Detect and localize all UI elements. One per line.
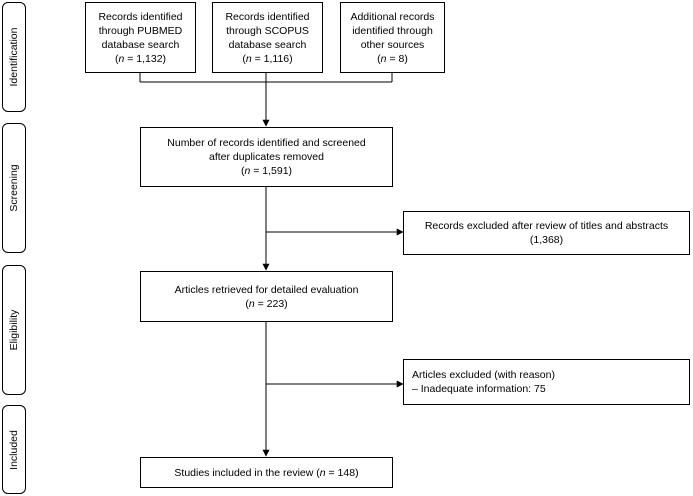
box-count: (n = 1,591) bbox=[240, 165, 293, 177]
stage-label: Eligibility bbox=[8, 309, 20, 351]
source-pubmed-box: Records identified through PUBMED databa… bbox=[85, 2, 196, 73]
excluded-articles-box: Articles excluded (with reason) – Inadeq… bbox=[403, 359, 690, 405]
box-text: Number of records identified and screene… bbox=[167, 137, 366, 149]
exclusion-reason: – Inadequate information: 75 bbox=[412, 383, 546, 395]
stage-label: Screening bbox=[8, 164, 20, 212]
box-count: (n = 8) bbox=[377, 52, 408, 65]
stage-label: Identification bbox=[8, 27, 20, 87]
box-text: Articles retrieved for detailed evaluati… bbox=[174, 283, 359, 296]
included-studies-box: Studies included in the review (n = 148) bbox=[140, 457, 393, 488]
box-text: Additional records bbox=[350, 10, 435, 23]
box-count: (n = 1,116) bbox=[242, 52, 293, 65]
box-text: through PUBMED bbox=[98, 24, 183, 37]
box-count: (1,368) bbox=[529, 234, 564, 246]
source-other-box: Additional records identified through ot… bbox=[340, 2, 445, 73]
box-text: Studies included in the review (n = 148) bbox=[174, 466, 359, 479]
box-text: other sources bbox=[360, 38, 425, 51]
excluded-titles-box: Records excluded after review of titles … bbox=[403, 211, 690, 255]
stage-screening: Screening bbox=[2, 123, 26, 253]
box-text: after duplicates removed bbox=[209, 151, 324, 163]
stage-label: Included bbox=[8, 429, 20, 470]
box-count: (n = 1,132) bbox=[114, 52, 167, 65]
box-text: Records identified bbox=[225, 10, 310, 23]
box-text: database search bbox=[228, 38, 307, 51]
retrieved-articles-box: Articles retrieved for detailed evaluati… bbox=[140, 271, 393, 322]
stage-identification: Identification bbox=[2, 2, 26, 112]
box-text: through SCOPUS bbox=[226, 24, 309, 37]
stage-included: Included bbox=[2, 405, 26, 494]
screened-records-box: Number of records identified and screene… bbox=[140, 127, 393, 187]
box-text: Records excluded after review of titles … bbox=[424, 220, 669, 232]
box-count: (n = 223) bbox=[245, 297, 288, 310]
box-text: identified through bbox=[352, 24, 433, 37]
box-text: database search bbox=[101, 38, 180, 51]
stage-eligibility: Eligibility bbox=[2, 265, 26, 395]
source-scopus-box: Records identified through SCOPUS databa… bbox=[212, 2, 323, 73]
box-text: Articles excluded (with reason) bbox=[412, 369, 555, 381]
box-text: Records identified bbox=[98, 10, 183, 23]
